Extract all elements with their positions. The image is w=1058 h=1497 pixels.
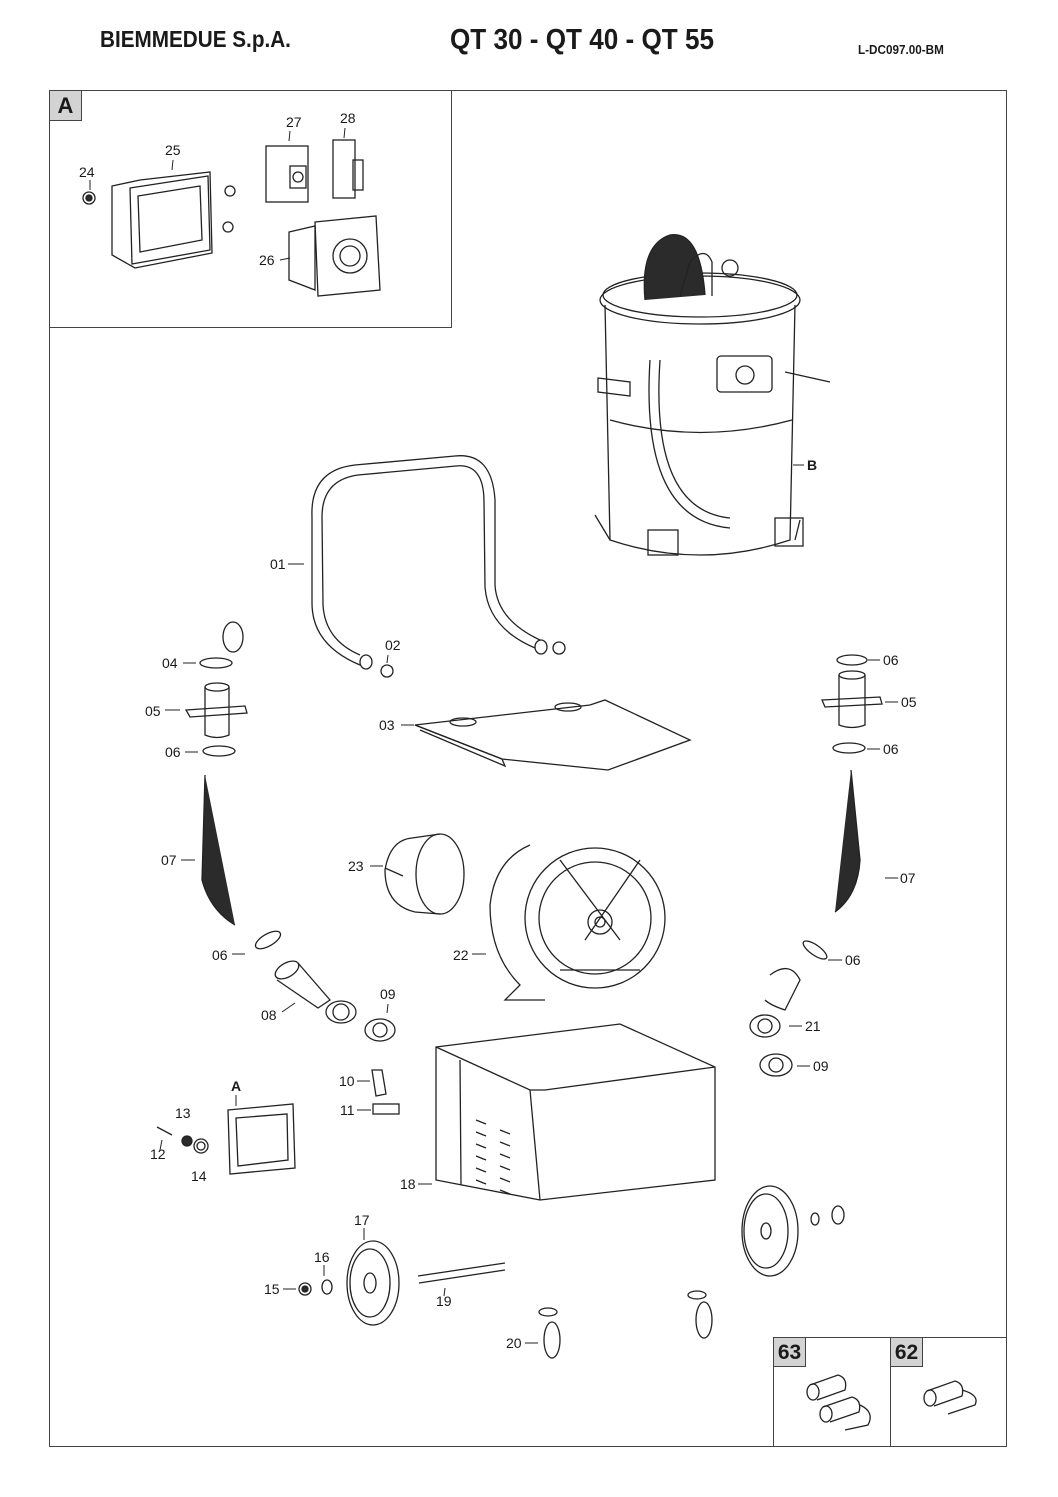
cabinet-18-drawing xyxy=(435,1023,716,1201)
panel-tag-a: A xyxy=(50,91,82,121)
main-switch-26-drawing xyxy=(288,215,381,297)
clamp-06-lower-left-drawing xyxy=(254,930,282,950)
callout-07-left: 07 xyxy=(161,852,177,868)
sleeve-23-drawing xyxy=(384,833,465,915)
elbow-21-drawing xyxy=(749,968,801,1038)
latch-10-drawing xyxy=(371,1069,387,1097)
washer-14-drawing xyxy=(193,1138,209,1154)
callout-19: 19 xyxy=(436,1293,452,1309)
callout-16: 16 xyxy=(314,1249,330,1265)
panel-tag-62: 62 xyxy=(891,1338,923,1367)
control-box-a-drawing xyxy=(227,1103,296,1175)
callout-09-left: 09 xyxy=(380,986,396,1002)
capacitor-kit-62-drawing xyxy=(923,1380,977,1415)
gasket-09-right-drawing xyxy=(759,1053,793,1077)
panel-tag-63: 63 xyxy=(774,1338,806,1367)
nut-24-drawing xyxy=(82,191,96,205)
handle-01-drawing xyxy=(311,455,548,670)
elbow-08-drawing xyxy=(274,960,357,1024)
callout-05-left: 05 xyxy=(145,703,161,719)
callout-17: 17 xyxy=(354,1212,370,1228)
callout-06-right-bottom: 06 xyxy=(845,952,861,968)
flange-pipe-05-right-drawing xyxy=(821,670,883,729)
flange-pipe-05-drawing xyxy=(184,682,248,739)
hose-07-right-drawing xyxy=(834,769,861,913)
end-cap-02-drawing xyxy=(380,641,566,678)
callout-10: 10 xyxy=(339,1073,355,1089)
axle-19-drawing xyxy=(417,1262,506,1284)
tank-assembly-b-drawing xyxy=(594,234,831,556)
callout-06-left-top: 06 xyxy=(165,744,181,760)
callout-28: 28 xyxy=(340,110,356,126)
callout-09-right: 09 xyxy=(813,1058,829,1074)
circuit-breaker-28-drawing xyxy=(332,139,364,199)
callout-03: 03 xyxy=(379,717,395,733)
callout-11: 11 xyxy=(340,1102,355,1118)
callout-06-right-top: 06 xyxy=(883,652,899,668)
callout-06-right-mid: 06 xyxy=(883,741,899,757)
kit-panel-62: 62 xyxy=(890,1337,1007,1447)
detail-panel-a: A xyxy=(49,90,452,328)
socket-box-25-drawing xyxy=(111,171,213,269)
callout-27: 27 xyxy=(286,114,302,130)
callout-07-right: 07 xyxy=(900,870,916,886)
wheel-drawing-right xyxy=(741,1185,845,1277)
callout-18: 18 xyxy=(400,1176,416,1192)
washer-16-drawing xyxy=(321,1279,333,1295)
callout-06-left-bottom: 06 xyxy=(212,947,228,963)
company-name: BIEMMEDUE S.p.A. xyxy=(100,26,291,52)
base-plate-03-drawing xyxy=(414,699,692,771)
callout-02: 02 xyxy=(385,637,401,653)
gasket-09-left-drawing xyxy=(364,1018,396,1042)
callout-05-right: 05 xyxy=(901,694,917,710)
callout-21: 21 xyxy=(805,1018,821,1034)
callout-assembly-b: B xyxy=(807,457,818,473)
clamp-06-right-mid-drawing xyxy=(832,742,866,754)
callout-23: 23 xyxy=(348,858,364,874)
clamp-06-right-bottom-drawing xyxy=(802,940,828,960)
bracket-11-drawing xyxy=(372,1103,400,1115)
nut-drawing xyxy=(222,185,236,233)
diagram-frame xyxy=(49,90,1007,1447)
document-code: L-DC097.00-BM xyxy=(858,42,944,57)
grommet-13-drawing xyxy=(181,1135,193,1147)
callout-15: 15 xyxy=(264,1281,280,1297)
hose-07-left-drawing xyxy=(201,774,236,926)
callout-12: 12 xyxy=(150,1146,166,1162)
callout-08: 08 xyxy=(261,1007,277,1023)
caster-20-drawing xyxy=(538,1290,713,1359)
side-channel-blower-22-drawing xyxy=(489,844,666,1001)
cap-04-drawing xyxy=(199,621,244,669)
callout-24: 24 xyxy=(79,164,95,180)
pin-12-drawing xyxy=(156,1126,173,1136)
callout-14: 14 xyxy=(191,1168,207,1184)
callout-26: 26 xyxy=(259,252,275,268)
clamp-06-drawing xyxy=(202,745,236,757)
callout-20: 20 xyxy=(506,1335,522,1351)
callout-13: 13 xyxy=(175,1105,191,1121)
callout-assembly-a: A xyxy=(231,1078,242,1094)
motor-breaker-27-drawing xyxy=(265,145,309,203)
clamp-06-right-top-drawing xyxy=(836,654,868,666)
callout-22: 22 xyxy=(453,947,469,963)
callout-25: 25 xyxy=(165,142,181,158)
model-title: QT 30 - QT 40 - QT 55 xyxy=(450,24,714,56)
nut-15-drawing xyxy=(298,1282,312,1296)
vent-slots xyxy=(475,1119,511,1195)
callout-04: 04 xyxy=(162,655,178,671)
wheel-17-drawing xyxy=(346,1240,400,1326)
callout-01: 01 xyxy=(270,556,286,572)
capacitor-kit-63-drawing xyxy=(806,1374,871,1431)
